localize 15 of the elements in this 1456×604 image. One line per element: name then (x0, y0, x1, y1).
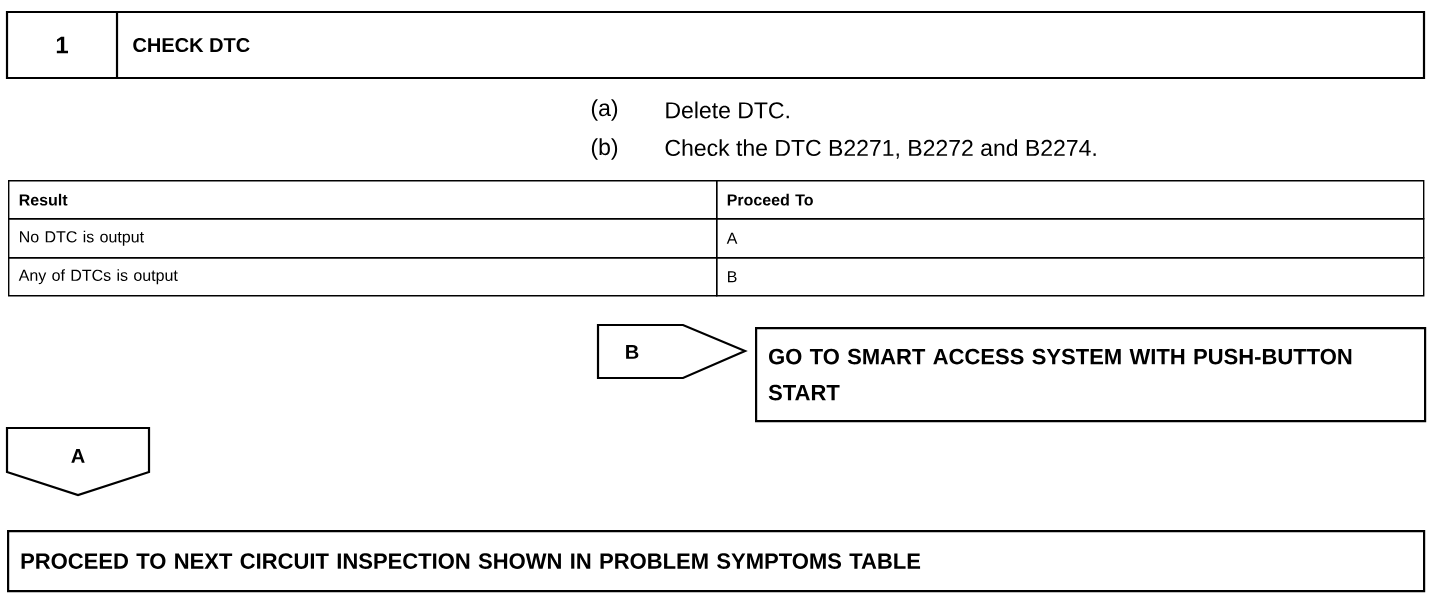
table-cell: Proceed To (716, 180, 1425, 220)
result-box: PROCEED TO NEXT CIRCUIT INSPECTION SHOWN IN PROBLEM SYMPTOMS TABLE (7, 530, 1426, 593)
step-text: (b) (591, 138, 618, 160)
table-cell: No DTC is output (8, 218, 718, 259)
result-box: GO TO SMART ACCESS SYSTEM WITH PUSH-BUTTON START (755, 327, 1427, 423)
signpost: A (5, 426, 151, 497)
table-cell: Result (8, 180, 718, 220)
signpost: B (596, 323, 748, 380)
step-text: Delete DTC. (666, 101, 789, 119)
step-header: 1 CHECK DTC (5, 10, 1426, 80)
table-cell: B (716, 257, 1425, 297)
step-text: (a) (591, 99, 618, 121)
step-text: Check the DTC B2271, B2272 and B2274. (665, 139, 1096, 159)
table-cell: Any of DTCs is output (8, 257, 718, 297)
table-cell: A (716, 218, 1425, 259)
